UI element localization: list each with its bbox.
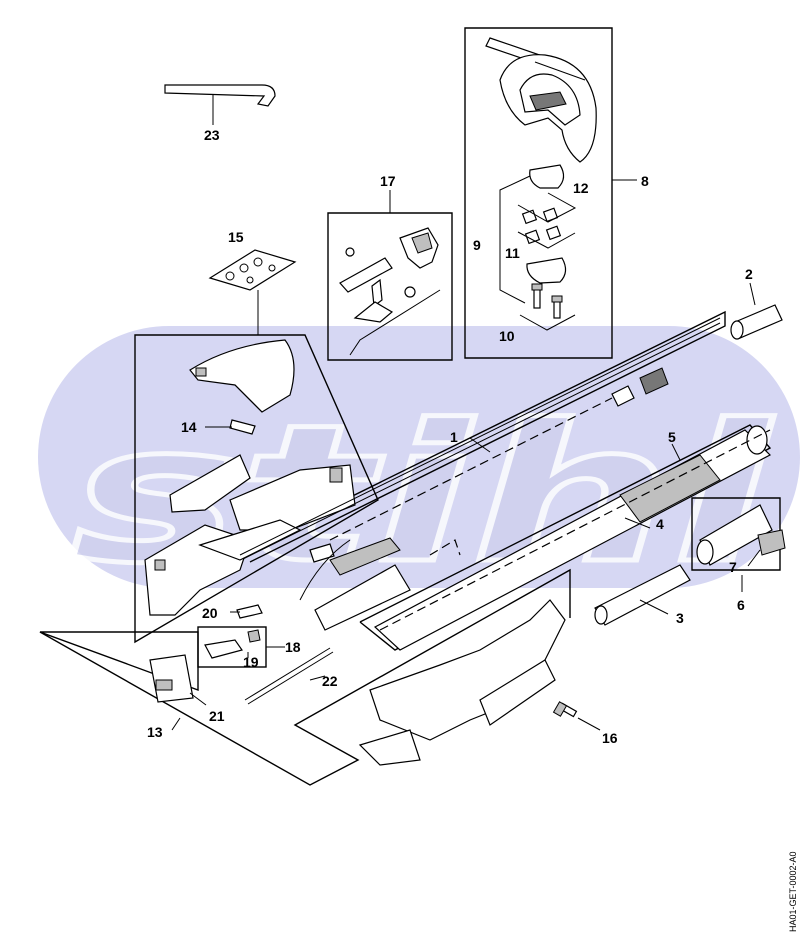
part-nuts bbox=[521, 207, 562, 245]
label-1: 1 bbox=[450, 429, 458, 445]
label-2: 2 bbox=[745, 266, 753, 282]
part-rod bbox=[164, 84, 276, 107]
label-10: 10 bbox=[499, 328, 515, 344]
bracket-10 bbox=[519, 314, 576, 331]
leader-lines bbox=[171, 95, 761, 731]
label-21: 21 bbox=[209, 708, 225, 724]
label-7: 7 bbox=[729, 559, 737, 575]
label-3: 3 bbox=[676, 610, 684, 626]
part-clamp-upper bbox=[529, 164, 565, 189]
part-handle-sleeve bbox=[696, 504, 786, 566]
frame-handle-kit bbox=[464, 27, 613, 359]
part-screws bbox=[531, 283, 563, 319]
frame-sleeve bbox=[691, 497, 781, 571]
label-14: 14 bbox=[181, 419, 197, 435]
part-gasket-set bbox=[208, 249, 297, 291]
bracket-11 bbox=[517, 231, 576, 249]
part-cable-22 bbox=[244, 647, 334, 705]
part-lower-tube bbox=[594, 564, 691, 626]
part-lower-housing bbox=[358, 599, 566, 766]
frame-drive-shaft bbox=[232, 310, 726, 563]
label-8: 8 bbox=[641, 173, 649, 189]
label-6: 6 bbox=[737, 597, 745, 613]
part-shaft-sleeve bbox=[730, 304, 783, 340]
label-13: 13 bbox=[147, 724, 163, 740]
part-drive-shaft bbox=[239, 317, 721, 560]
part-switch-box bbox=[197, 604, 267, 668]
label-19: 19 bbox=[243, 654, 259, 670]
part-dash-tube bbox=[379, 429, 771, 631]
part-tube bbox=[373, 425, 771, 651]
label-15: 15 bbox=[228, 229, 244, 245]
label-12: 12 bbox=[573, 180, 589, 196]
bracket-12 bbox=[517, 192, 577, 223]
frame-throttle-parts bbox=[327, 212, 453, 361]
label-20: 20 bbox=[202, 605, 218, 621]
label-9: 9 bbox=[473, 237, 481, 253]
part-screw-16 bbox=[552, 701, 578, 718]
part-small-slide bbox=[229, 419, 256, 435]
callout-labels: 1 2 3 4 5 6 7 8 9 10 11 12 13 14 15 16 1… bbox=[147, 127, 753, 746]
part-switch-21 bbox=[149, 654, 194, 703]
label-11: 11 bbox=[505, 245, 520, 261]
part-throttle-trigger bbox=[339, 227, 441, 356]
label-16: 16 bbox=[602, 730, 618, 746]
label-23: 23 bbox=[204, 127, 220, 143]
frame-housing bbox=[134, 334, 379, 644]
part-coupling bbox=[611, 367, 669, 407]
frame-tube bbox=[359, 424, 772, 651]
part-loop-handle bbox=[485, 37, 597, 163]
frame-lower-housing bbox=[39, 568, 571, 786]
label-18: 18 bbox=[285, 639, 301, 655]
part-inner-shaft bbox=[299, 537, 411, 631]
part-clamp-lower bbox=[526, 257, 567, 284]
drawing-code: HA01-GET-0002-A0 bbox=[788, 851, 798, 932]
part-housing-half-lower bbox=[144, 519, 302, 616]
label-5: 5 bbox=[668, 429, 676, 445]
bracket-9 bbox=[499, 175, 531, 304]
label-17: 17 bbox=[380, 173, 396, 189]
label-4: 4 bbox=[656, 516, 664, 532]
label-22: 22 bbox=[322, 673, 338, 689]
part-housing-cover bbox=[189, 339, 295, 413]
